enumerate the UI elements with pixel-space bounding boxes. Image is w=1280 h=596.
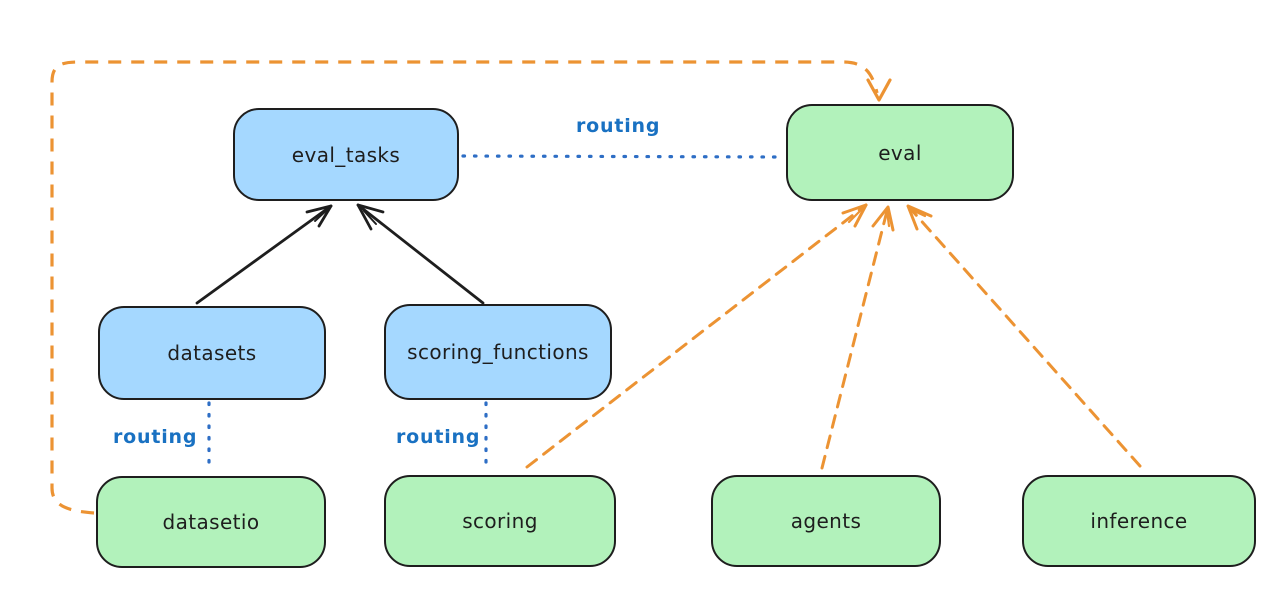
node-eval: eval	[786, 104, 1014, 201]
node-datasetio: datasetio	[96, 476, 326, 568]
edge-scoring-functions-to-eval-tasks	[356, 203, 485, 305]
edge-label-scoring-functions-scoring: routing	[396, 426, 481, 448]
edge-inference-to-eval	[906, 204, 1142, 468]
node-scoring-functions: scoring_functions	[384, 304, 612, 400]
node-eval-label: eval	[878, 140, 922, 165]
node-eval-tasks-label: eval_tasks	[291, 142, 401, 167]
edge-label-eval-tasks-eval: routing	[576, 115, 661, 137]
node-inference-label: inference	[1090, 509, 1188, 533]
node-scoring: scoring	[384, 475, 616, 567]
arrowhead-icon	[866, 78, 892, 102]
edge-eval-tasks-to-eval	[461, 154, 785, 159]
node-datasets: datasets	[98, 306, 326, 400]
edge-agents-to-eval	[820, 205, 895, 470]
arrowhead-icon	[841, 203, 868, 228]
edge-datasets-to-eval-tasks	[195, 204, 333, 305]
node-datasetio-label: datasetio	[162, 510, 260, 534]
node-eval-tasks: eval_tasks	[233, 108, 459, 201]
edge-label-datasets-datasetio: routing	[113, 426, 198, 448]
arrowhead-icon	[305, 204, 333, 228]
node-scoring-label: scoring	[462, 509, 538, 533]
node-datasets-label: datasets	[167, 341, 257, 365]
arrowhead-icon	[906, 204, 933, 231]
arrowhead-icon	[871, 205, 895, 232]
node-scoring-functions-label: scoring_functions	[407, 340, 589, 364]
node-inference: inference	[1022, 475, 1256, 567]
arrowhead-icon	[356, 203, 385, 231]
node-agents-label: agents	[790, 509, 862, 533]
node-agents: agents	[711, 475, 941, 567]
